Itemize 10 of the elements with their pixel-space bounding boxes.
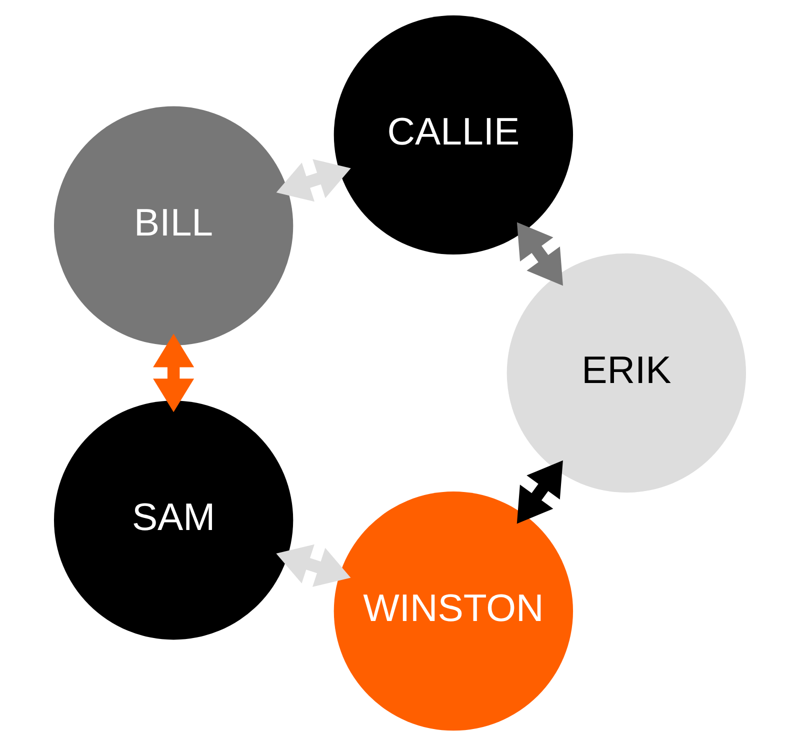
node-circle: CALLIE [333, 15, 573, 254]
arrow [516, 460, 562, 524]
arrow [276, 159, 350, 202]
node-circle: SAM [53, 400, 293, 640]
node-circle: WINSTON [333, 492, 573, 731]
arrow [276, 544, 350, 587]
node-circle: BILL [53, 106, 293, 346]
node-circle: ERIK [506, 253, 746, 493]
arrow [516, 222, 562, 286]
arrow [152, 334, 194, 412]
